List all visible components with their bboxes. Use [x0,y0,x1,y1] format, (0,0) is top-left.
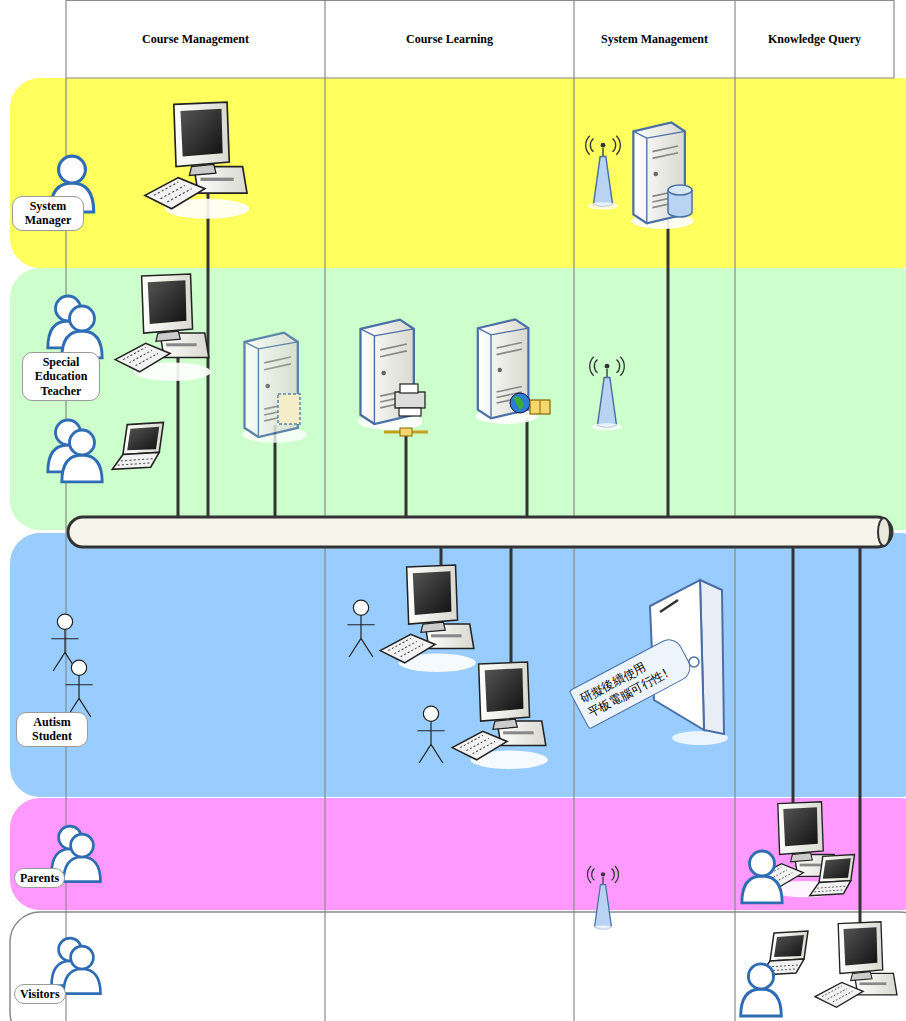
node-text: System Manager [18,199,78,228]
wireless-antenna [590,357,625,431]
lane-band [10,912,906,1021]
column-header: System Management [574,0,735,78]
server-icon [631,122,694,228]
network-wire [178,192,860,938]
printer-symbol [384,384,428,436]
network-bus [68,517,892,547]
web-globe-symbol [510,393,550,414]
desktop-computer [452,662,548,769]
column-grid [66,0,894,1021]
lane-band [10,268,906,530]
desktop-computer [380,565,476,672]
node-text: Special Education Teacher [28,355,94,398]
student-figure [347,600,374,657]
column-header-text: Course Management [142,32,249,47]
wireless-antenna [586,136,621,210]
lane-label: Special Education Teacher [22,352,100,401]
user-icon [64,834,101,882]
desktop-computer [815,922,899,1016]
user-icon [62,306,102,358]
lane-band [10,798,906,910]
note-tag: 研擬後續使用 平板電腦可行性! [569,634,696,730]
column-header: Knowledge Query [735,0,894,78]
lane-label: Parents [14,868,65,888]
user-icon [64,946,101,994]
user-icon [62,430,102,482]
lane-label: System Manager [12,196,84,231]
server-icon [476,319,538,424]
column-header: Course Learning [325,0,574,78]
planned-server [242,333,307,443]
laptop-computer [810,855,855,896]
lane-band [10,78,906,268]
lane-band [10,533,906,797]
student-figure [417,706,444,763]
server-icon [358,320,423,430]
user-icon [741,964,782,1016]
user-icon [742,851,782,903]
column-header-text: System Management [601,32,708,47]
wireless-antenna [588,866,619,932]
student-figure [65,660,92,717]
lane-label: Autism Student [16,712,88,747]
node-text: 研擬後續使用 平板電腦可行性! [578,644,685,721]
column-header-text: Knowledge Query [768,32,861,47]
column-header: Course Management [66,0,325,78]
node-text: Autism Student [22,715,82,744]
laptop-computer [112,422,163,469]
node-text: Parents [20,871,59,885]
database-symbol [668,185,692,217]
desktop-computer [145,102,249,218]
column-header-text: Course Learning [406,32,493,47]
lane-label: Visitors [14,984,66,1004]
node-text: Visitors [20,987,60,1001]
desktop-computer [115,274,211,381]
